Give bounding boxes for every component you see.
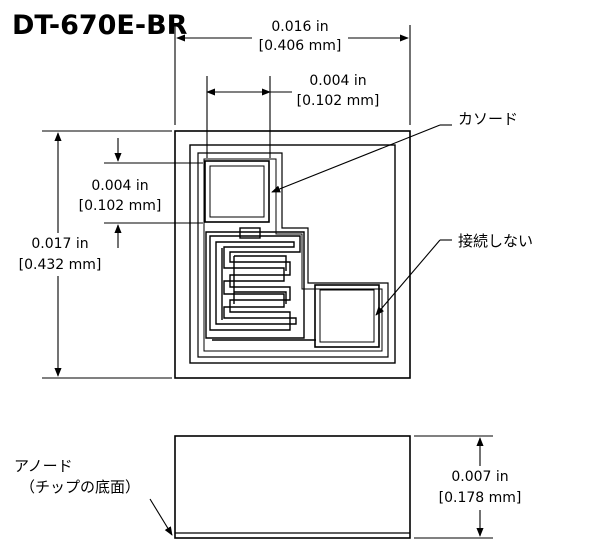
pad-height-dimension bbox=[104, 138, 203, 248]
chip-side-view bbox=[174, 435, 411, 539]
anode-leader bbox=[149, 498, 173, 536]
pad-width-dim-imperial: 0.004 in bbox=[309, 73, 366, 89]
width-dimension bbox=[174, 25, 411, 125]
cathode-label: カソード bbox=[458, 110, 518, 128]
height-dimension bbox=[42, 130, 172, 379]
pad-width-dim-metric: [0.102 mm] bbox=[297, 93, 380, 109]
cathode-leader bbox=[271, 124, 452, 193]
cathode-pad bbox=[204, 160, 270, 223]
width-dim-imperial: 0.016 in bbox=[271, 19, 328, 35]
chip-inner-border bbox=[189, 144, 396, 364]
height-dim-metric: [0.432 mm] bbox=[19, 257, 102, 273]
pad-height-dim-imperial: 0.004 in bbox=[91, 178, 148, 194]
no-connect-pad bbox=[314, 284, 380, 348]
width-dim-metric: [0.406 mm] bbox=[259, 38, 342, 54]
trace-inner-outline bbox=[203, 158, 383, 352]
anode-label: アノード bbox=[14, 457, 73, 475]
trace-outline bbox=[197, 152, 389, 358]
drawing-title: DT-670E-BR bbox=[12, 10, 188, 41]
thickness-dim-metric: [0.178 mm] bbox=[439, 490, 522, 506]
chip-outline bbox=[174, 130, 411, 379]
serpentine-resistor bbox=[205, 227, 316, 341]
no-connect-leader bbox=[375, 239, 452, 316]
anode-sublabel: （チップの底面） bbox=[20, 478, 140, 496]
pad-width-dimension bbox=[206, 76, 292, 158]
thickness-dim-imperial: 0.007 in bbox=[451, 469, 508, 485]
thickness-dimension bbox=[414, 435, 493, 539]
height-dim-imperial: 0.017 in bbox=[31, 236, 88, 252]
chip-top-view bbox=[174, 130, 411, 379]
no-connect-label: 接続しない bbox=[458, 232, 533, 250]
pad-height-dim-metric: [0.102 mm] bbox=[79, 198, 162, 214]
